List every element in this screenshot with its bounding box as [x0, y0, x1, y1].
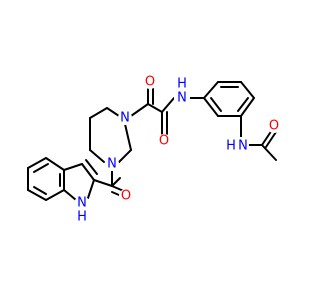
phenyl-ring	[203, 81, 255, 117]
bond	[161, 97, 175, 113]
nitrogen-atom: N H	[74, 196, 90, 225]
atom-label-o: O	[159, 134, 169, 149]
bond	[118, 149, 132, 163]
nitrogen-atom: N	[105, 157, 119, 172]
bond	[81, 163, 95, 181]
bond	[87, 179, 95, 199]
atom-label-h: H	[77, 210, 87, 225]
bond	[33, 163, 49, 173]
bond	[130, 103, 149, 117]
bond	[261, 144, 277, 161]
atom-label-o: O	[121, 189, 131, 204]
atom-label-n: N	[120, 111, 130, 126]
atom-label-n: N	[107, 157, 117, 172]
atom-label-o: O	[145, 75, 155, 90]
molecule-structure: O O N H N H O N N O N H	[27, 75, 281, 225]
bond	[210, 97, 222, 112]
molecule-canvas: O O N H N H O N N O N H	[27, 74, 281, 225]
atom-label-h: H	[226, 139, 236, 154]
oxygen-atom: O	[267, 119, 281, 134]
bond	[240, 97, 255, 117]
bond	[45, 157, 65, 171]
bond	[265, 131, 277, 148]
bond	[89, 149, 105, 163]
bond	[237, 97, 249, 112]
bond	[106, 107, 120, 117]
bond	[147, 103, 163, 113]
bond	[63, 163, 83, 171]
oxygen-atom: O	[157, 134, 171, 149]
atom-label-n: N	[77, 196, 87, 211]
bond	[111, 177, 121, 187]
bond	[85, 159, 98, 175]
bond	[63, 189, 77, 201]
bond	[93, 179, 113, 187]
atom-label-h: H	[177, 77, 187, 92]
bond	[33, 186, 47, 195]
bond	[240, 81, 255, 99]
bond	[27, 189, 47, 201]
nitrogen-atom: N	[118, 111, 132, 126]
bond	[124, 123, 132, 151]
nitrogen-atom: N H	[174, 77, 190, 106]
nitrogen-atom: N H	[226, 137, 249, 154]
indole-benzene-ring	[27, 157, 65, 201]
piperazine-ring	[89, 107, 132, 163]
oxygen-atom: O	[119, 189, 133, 204]
bond	[89, 107, 108, 119]
bond	[261, 129, 273, 146]
oxygen-atom: O	[143, 75, 157, 90]
atom-label-n: N	[177, 91, 187, 106]
bond	[203, 81, 219, 99]
bond	[27, 157, 47, 169]
bond	[203, 97, 219, 117]
bond	[45, 189, 65, 201]
indole-pyrrole-ring	[63, 159, 98, 201]
atom-label-n: N	[238, 139, 248, 154]
atom-label-o: O	[269, 119, 279, 134]
